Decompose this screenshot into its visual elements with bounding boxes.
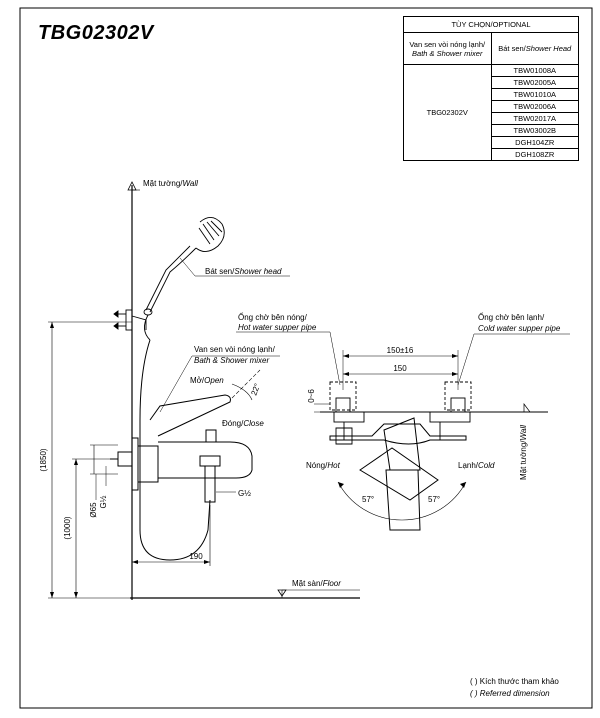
legend-vi: ( ) Kích thước tham khảo (470, 677, 559, 686)
hot-label: Nóng/Hot (306, 461, 341, 470)
options-col-mixer: Van sen vòi nóng lạnh/ Bath & Shower mix… (403, 32, 492, 65)
mixer-top-view-icon (329, 417, 467, 531)
dim-150: 150 (393, 364, 407, 373)
cold-pipe-label-vi: Ống chờ bên lạnh/ (478, 312, 545, 322)
options-table: TÙY CHỌN/OPTIONAL Van sen vòi nóng lạnh/… (403, 16, 579, 161)
floor-label: Mặt sàn/Floor (292, 579, 341, 588)
dim-1000: (1000) (63, 516, 72, 539)
sheet-border (19, 7, 593, 709)
mixer-label-en: Bath & Shower mixer (194, 356, 269, 365)
hot-pipe-label-vi: Ống chờ bên nóng/ (238, 312, 308, 322)
dim-190: 190 (189, 552, 203, 561)
cold-pipe-icon (429, 381, 472, 440)
dim-g12-left: G½ (99, 495, 108, 508)
hose-line (139, 339, 211, 561)
close-label: Đóng/Close (222, 419, 264, 428)
options-col-mixer-vi: Van sen vòi nóng lạnh/ (409, 39, 486, 49)
dim-1850: (1850) (39, 448, 48, 471)
wall-label: Mặt tường/Wall (143, 179, 198, 188)
mixer-body-icon (110, 394, 253, 503)
legend: ( ) Kích thước tham khảo ( ) Referred di… (470, 676, 559, 700)
angle-57-left: 57° (362, 495, 374, 504)
options-col-showerhead-vi: Bát sen/ (498, 44, 526, 53)
dim-phi65: Ø65 (89, 502, 98, 518)
cold-label: Lạnh/Cold (458, 461, 495, 470)
dim-150pm16: 150±16 (387, 346, 414, 355)
open-label: Mở/Open (190, 376, 224, 385)
dim-0-6: 0~6 (307, 389, 316, 403)
product-title: TBG02302V (38, 22, 154, 44)
shower-head-label: Bát sen/Shower head (205, 267, 282, 276)
angle-57-right: 57° (428, 495, 440, 504)
options-col-showerhead: Bát sen/Shower Head (490, 32, 579, 65)
options-col-showerhead-en: Shower Head (525, 44, 572, 53)
hot-pipe-label-en: Hot water supper pipe (238, 323, 317, 332)
angle-22-label: 22° (249, 382, 262, 396)
wall-bracket-icon (113, 309, 147, 331)
legend-en: ( ) Referred dimension (470, 689, 550, 698)
hot-pipe-icon (329, 381, 365, 445)
shower-head-item: DGH108ZR (490, 148, 579, 161)
options-model: TBG02302V (403, 64, 492, 161)
mixer-label-vi: Van sen vòi nóng lạnh/ (194, 345, 276, 354)
dim-g12-right: G½ (238, 489, 251, 498)
shower-head-icon (143, 217, 225, 341)
options-col-mixer-en: Bath & Shower mixer (412, 48, 483, 58)
cold-pipe-label-en: Cold water supper pipe (478, 324, 561, 333)
wall2-label: Mặt tường/Wall (519, 425, 528, 480)
